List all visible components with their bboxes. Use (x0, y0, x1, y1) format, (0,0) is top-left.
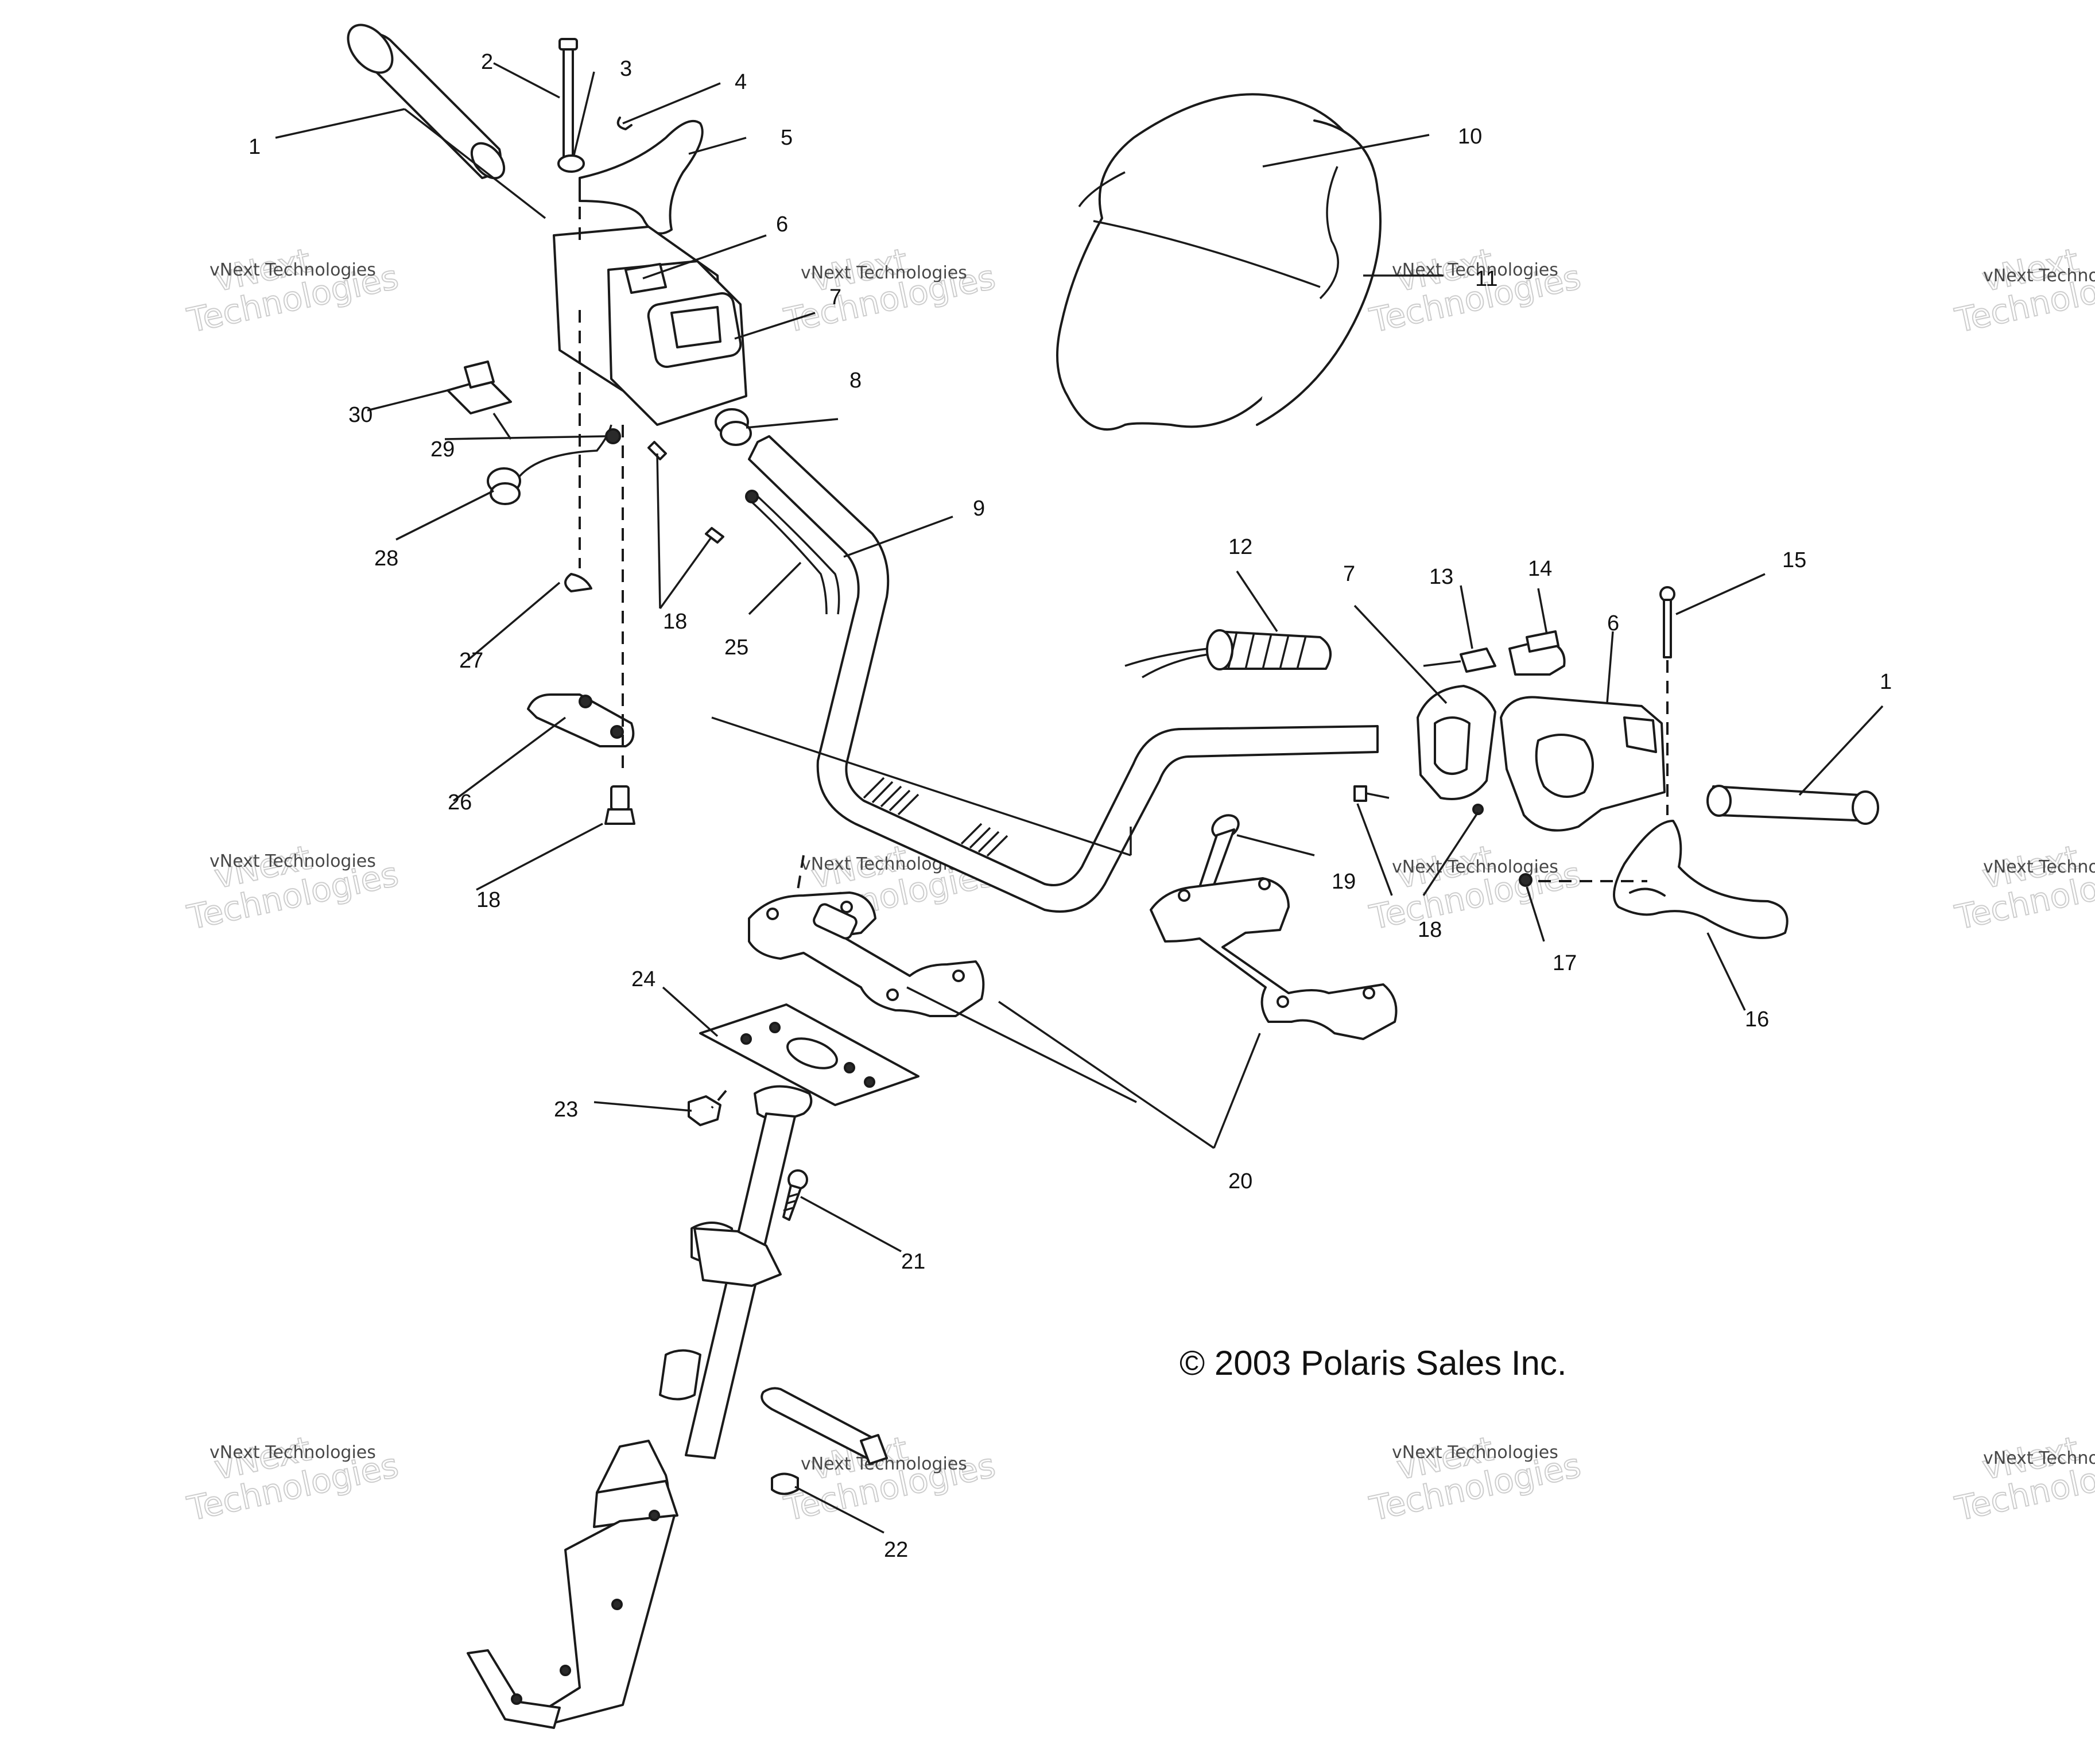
bolt-2 (558, 38, 578, 165)
callout-23: 23 (554, 1098, 578, 1122)
callout-6: 6 (1607, 611, 1619, 635)
steering-column (467, 1085, 813, 1729)
callout-18: 18 (663, 610, 687, 634)
callout-29: 29 (430, 437, 455, 462)
upper-clamp-20 (1150, 877, 1398, 1040)
leader-lines (275, 62, 1884, 1534)
right-lever-16 (1613, 820, 1788, 939)
callout-20: 20 (1228, 1169, 1252, 1193)
pin-22 (761, 1387, 888, 1495)
left-grip (347, 24, 506, 180)
right-switch-housing (1417, 685, 1666, 832)
watermark-text: vNext Technologies (1983, 857, 2095, 877)
callout-18: 18 (476, 888, 501, 912)
watermark: vNext Technologies (1951, 1428, 2095, 1529)
brake-lever (579, 120, 704, 235)
watermark: vNext Technologies (183, 837, 402, 937)
callout-17: 17 (1553, 951, 1577, 975)
callout-1: 1 (249, 135, 261, 159)
heater-element-12 (1124, 629, 1332, 679)
watermark-text: vNext Technologies (1392, 857, 1558, 877)
callout-11: 11 (1475, 267, 1497, 291)
clip-13 (1423, 648, 1496, 673)
callout-1: 1 (1880, 670, 1892, 694)
watermark: vNext Technologies (183, 240, 402, 340)
callout-18: 18 (1418, 918, 1442, 942)
callout-16: 16 (1745, 1007, 1769, 1032)
watermark: vNext Technologies (1951, 837, 2095, 937)
watermark-text: vNext Technologies (1392, 260, 1558, 280)
left-switch-housing (553, 226, 747, 426)
callout-7: 7 (829, 285, 841, 309)
bolt-19 (1198, 814, 1240, 894)
watermark-text: vNext Technologies (1392, 1443, 1558, 1463)
callout-24: 24 (631, 967, 655, 991)
callout-13: 13 (1429, 565, 1453, 589)
callout-28: 28 (374, 546, 398, 571)
switch-14 (1508, 630, 1566, 676)
assembly-lines (579, 207, 1669, 1109)
callout-21: 21 (901, 1250, 925, 1274)
callout-22: 22 (884, 1538, 908, 1562)
mount-plate-24 (699, 1003, 920, 1106)
callout-12: 12 (1228, 535, 1252, 559)
watermark-text: vNext Technologies (1983, 1448, 2095, 1468)
callout-19: 19 (1332, 870, 1356, 894)
screw-18 (647, 441, 724, 544)
clip-27 (564, 573, 592, 592)
watermark-text: vNext Technologies (210, 260, 376, 280)
callout-8: 8 (849, 369, 862, 393)
watermark-text: vNext Technologies (210, 1443, 376, 1463)
callout-5: 5 (781, 126, 793, 150)
callout-27: 27 (459, 649, 483, 673)
screw-18-right (1353, 785, 1484, 815)
callout-labels: 1 2 3 4 5 6 7 8 9 10 11 12 13 14 15 6 7 … (249, 50, 1892, 1562)
callout-25: 25 (724, 635, 748, 660)
pin-15 (1659, 586, 1675, 658)
watermark-text: vNext Technologies (1983, 266, 2095, 286)
callout-2: 2 (481, 50, 493, 74)
handlebar-pad (1056, 93, 1382, 431)
callout-4: 4 (735, 70, 747, 94)
bolt-18 (604, 785, 635, 825)
callout-30: 30 (348, 403, 373, 427)
callout-14: 14 (1528, 557, 1552, 581)
nut-23 (688, 1095, 721, 1126)
callout-7: 7 (1343, 562, 1355, 586)
watermark: vNext Technologies (1365, 1428, 1585, 1529)
callout-9: 9 (973, 497, 985, 521)
watermark-text: vNext Technologies (801, 263, 967, 283)
copyright-notice: © 2003 Polaris Sales Inc. (1180, 1344, 1567, 1382)
screw-17 (1519, 873, 1533, 887)
callout-3: 3 (620, 57, 632, 81)
screw-29 (605, 428, 621, 444)
washer-3 (557, 154, 585, 173)
switch-30 (447, 360, 512, 440)
throttle-cable-25 (745, 490, 840, 615)
callout-10: 10 (1458, 125, 1482, 149)
callout-6: 6 (776, 212, 788, 237)
clamp-26 (527, 693, 635, 747)
watermark: vNext Technologies (183, 1428, 402, 1529)
watermark: vNext Technologies (1365, 837, 1585, 937)
right-grip (1706, 785, 1879, 825)
lower-clamp-20 (748, 891, 985, 1017)
callout-26: 26 (448, 790, 472, 815)
end-plug-8 (715, 408, 752, 446)
handlebar (748, 435, 1379, 913)
callout-15: 15 (1782, 548, 1806, 572)
screw-21 (782, 1169, 808, 1221)
watermark-text: vNext Technologies (210, 851, 376, 871)
watermark: vNext Technologies (1365, 240, 1585, 340)
